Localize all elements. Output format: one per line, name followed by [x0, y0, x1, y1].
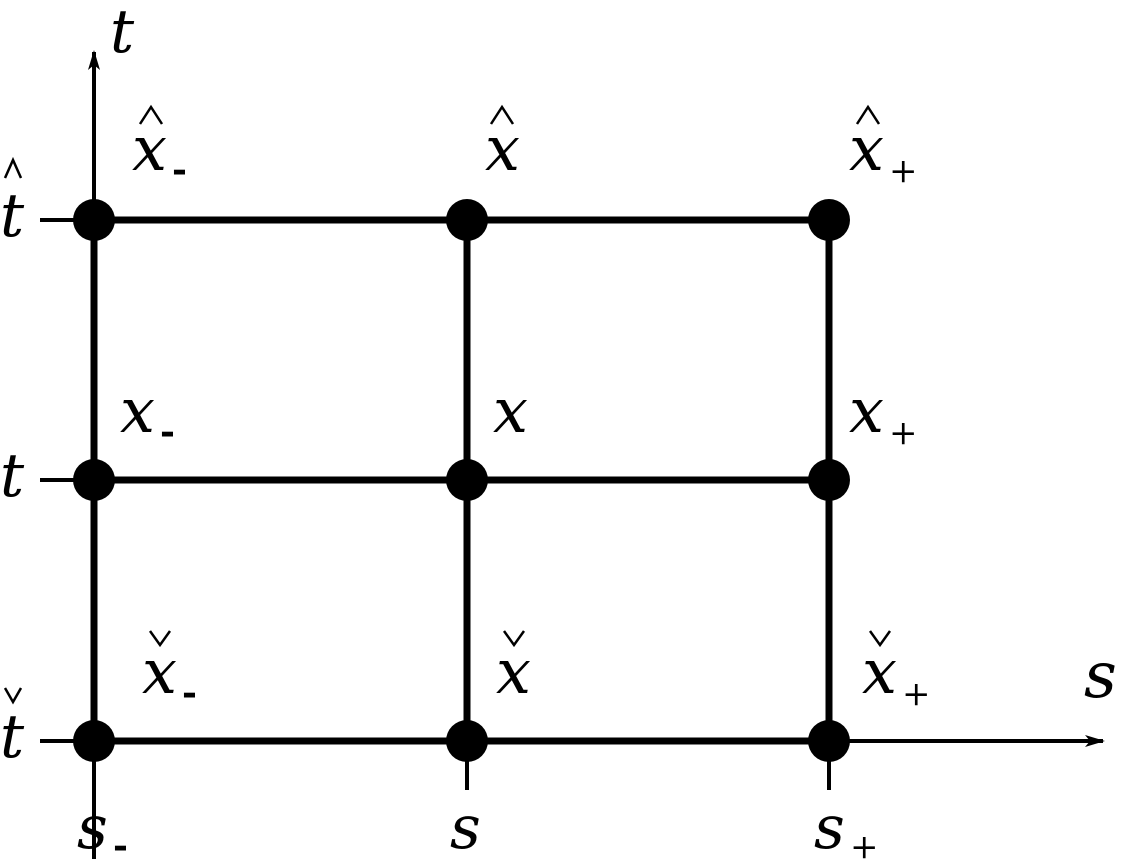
- s-tick-label-minus: s -: [77, 793, 128, 859]
- svg-text:s: s: [814, 793, 845, 859]
- t-tick-label: t: [0, 441, 25, 511]
- node-dot: [808, 720, 850, 762]
- svg-text:-: -: [172, 149, 187, 191]
- node-label-x-minus: x -: [120, 374, 175, 453]
- node-dot: [73, 459, 115, 501]
- svg-text:-: -: [160, 411, 175, 453]
- node-label-x-hat: x: [485, 104, 520, 185]
- t-tick-label-hat: t: [0, 156, 25, 251]
- svg-text:s: s: [77, 793, 108, 859]
- svg-text:-: -: [113, 825, 128, 859]
- svg-text:x: x: [120, 374, 155, 447]
- svg-text:x: x: [849, 374, 884, 447]
- svg-text:s: s: [450, 793, 481, 859]
- node-dot: [446, 720, 488, 762]
- node-dot: [446, 459, 488, 501]
- node-dot: [808, 199, 850, 241]
- node-label-x: x: [493, 374, 528, 447]
- svg-text:x: x: [862, 635, 897, 708]
- node-label-x-hat-minus: x -: [132, 104, 187, 191]
- t-tick-label-check: t: [0, 687, 25, 772]
- svg-text:t: t: [0, 702, 25, 772]
- svg-text:-: -: [182, 672, 197, 714]
- svg-text:t: t: [0, 181, 25, 251]
- t-axis-label: t: [110, 0, 135, 67]
- svg-text:+: +: [902, 674, 931, 714]
- svg-text:x: x: [496, 635, 531, 708]
- node-label-x-check: x: [496, 630, 531, 708]
- svg-text:+: +: [889, 151, 918, 191]
- node-dot: [446, 199, 488, 241]
- node-dot: [73, 199, 115, 241]
- node-dot: [73, 720, 115, 762]
- node-label-x-plus: x +: [849, 374, 918, 453]
- s-tick-label-plus: s +: [814, 793, 879, 859]
- s-axis-label: s: [1084, 639, 1117, 713]
- node-dot: [808, 459, 850, 501]
- node-label-x-check-plus: x +: [862, 630, 931, 714]
- svg-text:+: +: [889, 413, 918, 453]
- svg-text:x: x: [493, 374, 528, 447]
- svg-text:+: +: [850, 827, 879, 859]
- s-tick-label: s: [450, 793, 481, 859]
- svg-text:x: x: [142, 635, 177, 708]
- node-label-x-check-minus: x -: [142, 630, 197, 714]
- svg-text:x: x: [485, 112, 520, 185]
- svg-text:t: t: [0, 441, 25, 511]
- node-label-x-hat-plus: x +: [849, 104, 918, 191]
